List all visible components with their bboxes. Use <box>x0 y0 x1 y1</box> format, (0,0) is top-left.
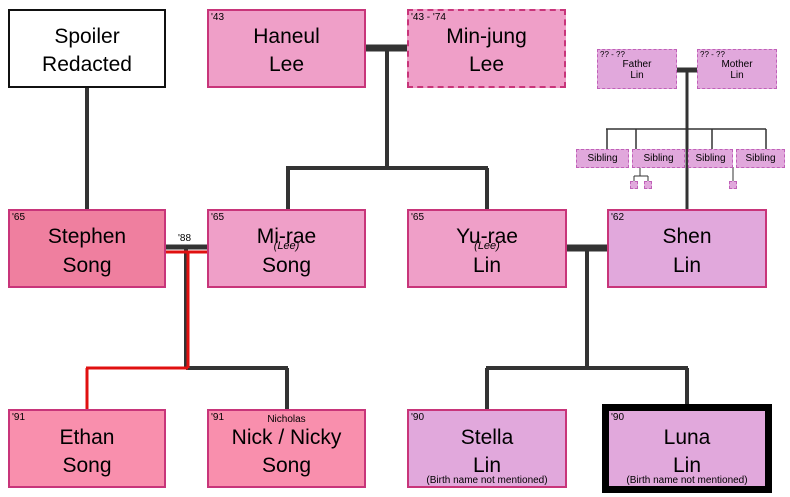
person-first-name: Stephen <box>47 225 127 248</box>
full-name-note: Nicholas <box>267 414 306 425</box>
birth-year: '65 <box>211 212 225 223</box>
sibling-box: Sibling <box>688 149 733 168</box>
person-first-name: Nick / Nicky <box>231 426 342 449</box>
person-last-name: Lin <box>630 70 644 81</box>
maiden-name: (Lee) <box>273 240 300 252</box>
person-first-name: Stella <box>460 426 514 449</box>
person-min-jung-lee: '43 - '74 Min-jung Lee <box>407 9 566 88</box>
person-first-name: Mother <box>721 59 753 70</box>
birth-name-note: (Birth name not mentioned) <box>426 475 548 486</box>
person-first-name: Yu-rae <box>456 225 518 248</box>
person-last-name: Lin <box>730 70 744 81</box>
birth-year: '43 <box>211 12 225 23</box>
person-first-name: Mi-rae <box>256 225 317 248</box>
person-nick-song: '91 Nicholas Nick / Nicky Song <box>207 409 366 488</box>
birth-year: '65 <box>12 212 26 223</box>
person-last-name: Redacted <box>42 53 132 76</box>
birth-year: '90 <box>411 412 425 423</box>
person-stephen-song: '65 Stephen Song <box>8 209 166 288</box>
person-haneul-lee: '43 Haneul Lee <box>207 9 366 88</box>
person-first-name: Ethan <box>59 426 115 449</box>
person-first-name: Luna <box>663 426 711 449</box>
life-years: ?? - ?? <box>600 50 625 59</box>
sibling-box: Sibling <box>736 149 785 168</box>
person-first-name: Spoiler <box>54 25 120 48</box>
person-first-name: Haneul <box>253 25 320 48</box>
person-spoiler-redacted: Spoiler Redacted <box>8 9 166 88</box>
person-ethan-song: '91 Ethan Song <box>8 409 166 488</box>
person-last-name: Lin <box>672 454 702 477</box>
person-last-name: Lin <box>472 254 502 277</box>
maiden-name: (Lee) <box>474 240 500 252</box>
sibling-box: Sibling <box>576 149 629 168</box>
person-last-name: Lin <box>672 254 702 277</box>
person-last-name: Lee <box>468 53 505 76</box>
person-last-name: Song <box>261 454 312 477</box>
birth-year: '91 <box>12 412 26 423</box>
person-last-name: Song <box>261 254 312 277</box>
person-last-name: Song <box>62 254 112 277</box>
sibling-box: Sibling <box>632 149 685 168</box>
person-mother-lin: ?? - ?? Mother Lin <box>697 49 777 89</box>
person-first-name: Min-jung <box>446 25 527 48</box>
person-last-name: Lin <box>472 454 502 477</box>
marriage-year: '88 <box>178 233 192 244</box>
person-last-name: Song <box>62 454 112 477</box>
sibling-child-box <box>729 181 737 189</box>
birth-year: '62 <box>611 212 625 223</box>
sibling-child-box <box>644 181 652 189</box>
person-mi-rae-song: '65 Mi-rae (Lee) Song <box>207 209 366 288</box>
person-first-name: Shen <box>662 225 712 248</box>
sibling-child-box <box>630 181 638 189</box>
person-yu-rae-lin: '65 Yu-rae (Lee) Lin <box>407 209 567 288</box>
person-stella-lin: '90 Stella Lin (Birth name not mentioned… <box>407 409 567 488</box>
person-father-lin: ?? - ?? Father Lin <box>597 49 677 89</box>
life-years: '43 - '74 <box>411 12 446 23</box>
birth-year: '90 <box>611 412 625 423</box>
person-luna-lin: '90 Luna Lin (Birth name not mentioned) <box>602 404 772 493</box>
person-shen-lin: '62 Shen Lin <box>607 209 767 288</box>
birth-year: '91 <box>211 412 225 423</box>
birth-name-note: (Birth name not mentioned) <box>626 475 748 486</box>
person-last-name: Lee <box>268 53 305 76</box>
person-first-name: Father <box>622 59 652 70</box>
life-years: ?? - ?? <box>700 50 725 59</box>
birth-year: '65 <box>411 212 425 223</box>
